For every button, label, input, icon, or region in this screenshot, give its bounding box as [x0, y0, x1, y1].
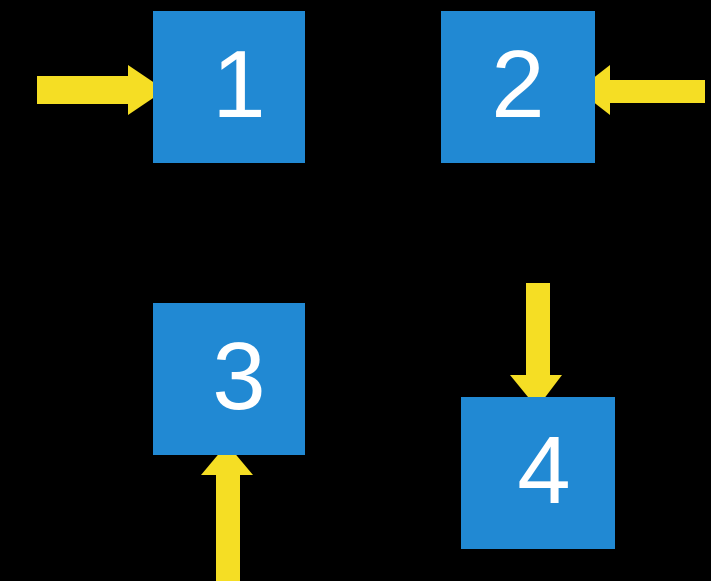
arrow-down-into-box-4	[510, 283, 562, 408]
arrow-up-into-box-3	[201, 444, 253, 581]
arrow-left-into-box-2	[578, 65, 705, 115]
box-3-label: 3	[212, 323, 266, 430]
arrow-right-into-box-1	[37, 65, 165, 115]
box-1[interactable]: 1	[153, 11, 305, 163]
box-4[interactable]: 4	[461, 397, 615, 549]
box-1-label: 1	[212, 31, 266, 138]
box-3[interactable]: 3	[153, 303, 305, 455]
box-4-label: 4	[517, 417, 571, 524]
box-2-label: 2	[491, 31, 545, 138]
box-2[interactable]: 2	[441, 11, 595, 163]
